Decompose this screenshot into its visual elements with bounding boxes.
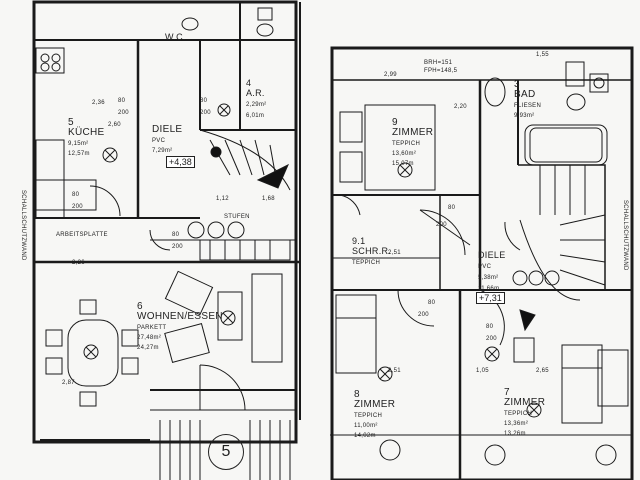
dim-2-51-b: 2,51 xyxy=(388,368,401,374)
schallschutzwand-right: SCHALLSCHUTZWAND xyxy=(622,200,628,271)
dim-200-r2: 200 xyxy=(418,312,429,318)
schallschutzwand-left: SCHALLSCHUTZWAND xyxy=(20,190,26,261)
dim-200-d: 200 xyxy=(172,244,183,250)
dim-2-87: 2,87 xyxy=(62,380,75,386)
dim-1-55: 1,55 xyxy=(536,52,549,58)
dim-80-r1: 80 xyxy=(448,205,456,211)
dim-2-65: 2,65 xyxy=(536,368,549,374)
level-tag-right: +7,31 xyxy=(476,292,505,304)
dim-80-r2: 80 xyxy=(428,300,436,306)
arbeitsplatte-note: ARBEITSPLATTE xyxy=(56,232,108,238)
dim-80-d: 80 xyxy=(172,232,180,238)
fph-note: FPH=148,5 xyxy=(424,68,458,74)
brh-note: BRH=151 xyxy=(424,60,453,66)
level-tag-left: +4,38 xyxy=(166,156,195,168)
dim-200-c: 200 xyxy=(72,204,83,210)
dim-200-b: 200 xyxy=(200,110,211,116)
dim-1-05: 1,05 xyxy=(476,368,489,374)
dim-200-a: 200 xyxy=(118,110,129,116)
dim-80-b: 80 xyxy=(200,98,208,104)
dim-2-26: 2,26 xyxy=(72,260,85,266)
dim-1-68: 1,68 xyxy=(262,196,275,202)
dim-200-r3: 200 xyxy=(486,336,497,342)
dim-80-c: 80 xyxy=(72,192,80,198)
dim-200-r1: 200 xyxy=(436,222,447,228)
stair-badge: 5 xyxy=(208,434,244,470)
dim-1-12: 1,12 xyxy=(216,196,229,202)
room-label-wc: W.C. xyxy=(165,32,186,42)
dim-80-r3: 80 xyxy=(486,324,494,330)
dim-2-99: 2,99 xyxy=(384,72,397,78)
dim-2-36: 2,36 xyxy=(92,100,105,106)
dim-2-20: 2,20 xyxy=(454,104,467,110)
dim-2-51-a: 2,51 xyxy=(388,250,401,256)
dim-2-60: 2,60 xyxy=(108,122,121,128)
stufen-note: STUFEN xyxy=(224,214,250,220)
dim-80-a: 80 xyxy=(118,98,126,104)
